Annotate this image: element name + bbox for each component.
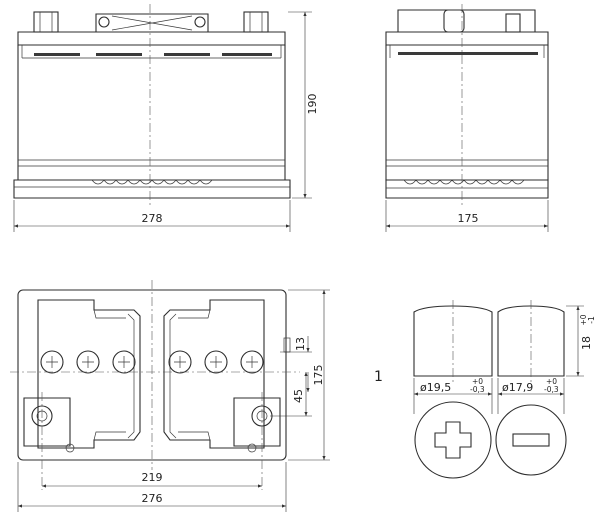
top-vent-caps — [40, 350, 264, 374]
top-length-dimension: 276 — [142, 492, 163, 505]
plus-symbol-icon — [434, 421, 472, 459]
terminal-callout-number: 1 — [374, 369, 383, 385]
terminal-detail: 1 18 +0 -1 ø19,5 +0 -0,3 ø17,9 +0 -0,3 — [374, 300, 596, 479]
positive-terminal-top — [414, 401, 492, 479]
positive-tol-lower: -0,3 — [470, 385, 485, 394]
offset-45-dimension: 45 — [292, 389, 305, 403]
front-view: 278 190 — [13, 4, 319, 232]
terminal-height-dimension: 18 — [580, 336, 593, 350]
negative-terminal-post — [497, 305, 565, 377]
positive-diameter: ø19,5 — [420, 381, 451, 394]
front-height-dimension: 190 — [306, 94, 319, 115]
positive-tol-upper: +0 — [472, 377, 483, 386]
front-vent-row — [34, 53, 272, 56]
top-width-dimension: 175 — [312, 365, 325, 386]
negative-tol-upper: +0 — [546, 377, 557, 386]
top-view: 219 276 175 13 45 — [10, 280, 330, 512]
terminal-spacing-dimension: 219 — [142, 471, 163, 484]
terminal-height-tol-upper: +0 — [579, 314, 588, 325]
negative-terminal-top — [495, 404, 567, 476]
front-length-dimension: 278 — [142, 212, 163, 225]
negative-diameter: ø17,9 — [502, 381, 533, 394]
side-width-dimension: 175 — [458, 212, 479, 225]
minus-symbol-icon — [512, 433, 550, 447]
terminal-height-tol-lower: -1 — [587, 316, 596, 324]
positive-terminal-post — [413, 305, 493, 377]
negative-tol-lower: -0,3 — [544, 385, 559, 394]
side-view: 175 — [385, 4, 549, 232]
offset-13-dimension: 13 — [294, 337, 307, 351]
